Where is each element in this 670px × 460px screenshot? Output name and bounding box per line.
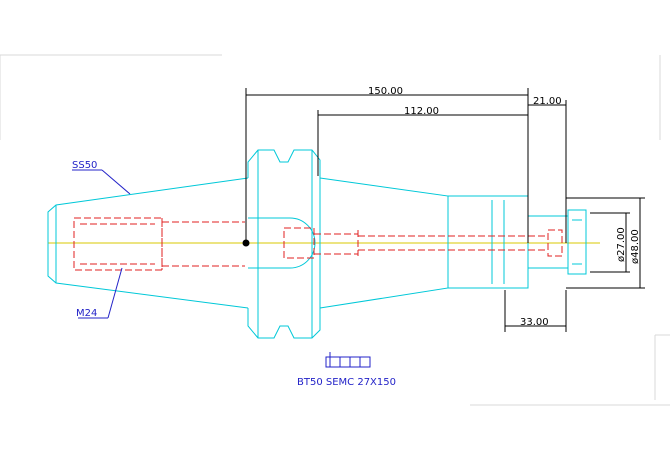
label-leaders [72,169,131,319]
iscar-logo [325,352,371,368]
gauge-point-marker [242,239,250,247]
dimension-lines [245,88,645,332]
dim-length-150: 150.00 [368,86,403,97]
dim-length-33: 33.00 [520,317,549,328]
dim-diameter-48: ø48.00 [630,229,641,264]
hidden-lines [73,217,563,271]
part-caption: BT50 SEMC 27X150 [297,377,396,388]
dim-length-21: 21.00 [533,96,562,107]
dim-length-112: 112.00 [404,106,439,117]
dim-diameter-27: ø27.00 [616,227,627,262]
thread-label: M24 [76,308,97,319]
taper-label: SS50 [72,160,97,171]
sheet-border [0,54,670,406]
